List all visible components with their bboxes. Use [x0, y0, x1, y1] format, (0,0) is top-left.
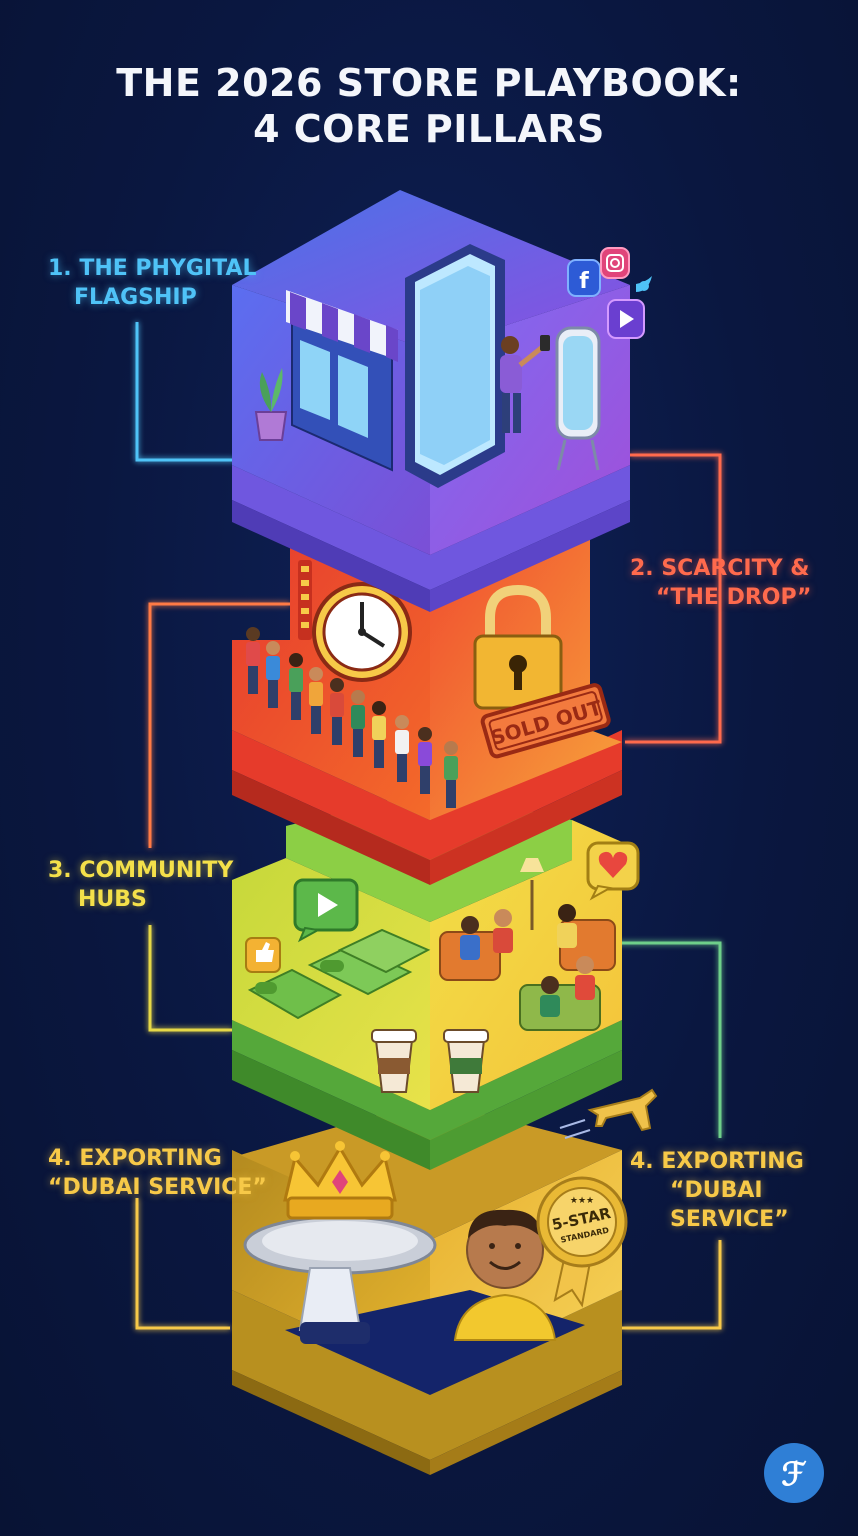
connector-3b: [148, 925, 232, 1032]
connector-4b: [135, 1198, 230, 1330]
heart-bubble-icon: [586, 841, 640, 901]
connector-2: [625, 453, 722, 744]
pillar-4-left-line-2: “DUBAI SERVICE”: [48, 1175, 267, 1200]
lights-strip: [298, 560, 312, 640]
smartphone-icon: [405, 244, 505, 488]
mirror-icon: [555, 326, 601, 471]
facebook-icon: f: [567, 259, 601, 297]
play-icon: [607, 299, 645, 339]
pillar-label-1: 1. THE PHYGITAL FLAGSHIP: [48, 254, 256, 312]
clock-icon: [312, 582, 412, 682]
staff-person-icon: [453, 1209, 557, 1341]
pillar-label-4-right: 4. EXPORTING “DUBAI SERVICE”: [630, 1147, 804, 1234]
pillar-4-right-line-3: SERVICE”: [670, 1207, 789, 1232]
pillar-4-left-line-1: 4. EXPORTING: [48, 1146, 222, 1171]
title-line-2: 4 CORE PILLARS: [253, 107, 605, 151]
medal-stars: ★★★: [570, 1196, 594, 1206]
layer-3-community-hubs: [232, 790, 640, 1170]
crown-icon: [283, 1141, 397, 1220]
layer-1-phygital-flagship: f: [232, 190, 652, 612]
logo-letter: ℱ: [781, 1455, 806, 1493]
logo-icon: ℱ: [764, 1443, 824, 1503]
svg-text:f: f: [579, 269, 589, 294]
layer-2-scarcity-drop: SOLD OUT: [232, 530, 622, 885]
connector-1: [135, 322, 235, 462]
coffee-cup-icon: [371, 1029, 489, 1093]
lounge-seating: [439, 858, 616, 1031]
padlock-icon: [473, 584, 563, 710]
serving-tray-icon: [243, 1215, 437, 1344]
connector-lines: [135, 322, 722, 1330]
connector-4a: [614, 941, 722, 1138]
like-icon: [245, 937, 281, 973]
twitter-icon: [636, 276, 652, 292]
connector-3a: [148, 602, 290, 848]
instagram-icon: [600, 247, 630, 279]
queue-of-people: [246, 627, 458, 808]
pillar-3-line-2: HUBS: [78, 887, 147, 912]
title-line-1: THE 2026 STORE PLAYBOOK:: [116, 61, 742, 105]
pillar-4-right-line-2: “DUBAI: [670, 1178, 763, 1203]
play-bubble-icon: [293, 878, 359, 943]
pillar-label-2: 2. SCARCITY & “THE DROP”: [630, 554, 811, 612]
pillar-2-line-2: “THE DROP”: [656, 585, 812, 610]
pillar-2-line-1: 2. SCARCITY &: [630, 556, 810, 581]
shopper-person-icon: [500, 335, 550, 433]
pillar-label-3: 3. COMMUNITY HUBS: [48, 856, 233, 914]
pillar-4-right-line-1: 4. EXPORTING: [630, 1149, 804, 1174]
storefront-icon: [286, 290, 398, 472]
yoga-mats: [247, 928, 431, 1020]
pillar-3-line-1: 3. COMMUNITY: [48, 858, 234, 883]
medal-icon: ★★★ 5-STAR STANDARD: [536, 1176, 628, 1308]
pillar-1-line-2: FLAGSHIP: [74, 285, 197, 310]
layer-4-dubai-service: ★★★ 5-STAR STANDARD: [232, 1088, 658, 1475]
connector-4c: [622, 1240, 722, 1330]
airplane-icon: [559, 1088, 658, 1139]
pillar-label-4-left: 4. EXPORTING “DUBAI SERVICE”: [48, 1144, 267, 1202]
plant-icon: [254, 368, 288, 441]
page-title: THE 2026 STORE PLAYBOOK: 4 CORE PILLARS: [0, 60, 858, 152]
pillar-1-line-1: 1. THE PHYGITAL: [48, 256, 257, 281]
